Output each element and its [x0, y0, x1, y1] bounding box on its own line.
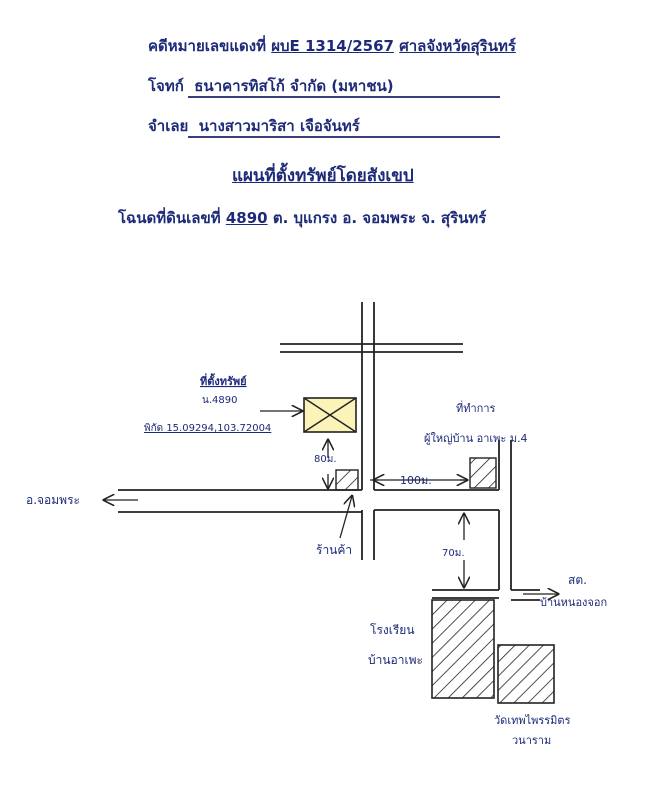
- property-coords: พิกัด 15.09294,103.72004: [144, 423, 271, 434]
- distance-80m: 80ม.: [314, 454, 337, 465]
- distance-70m: 70ม.: [442, 548, 465, 559]
- deed-line: โฉนดที่ดินเลขที่ 4890 ต. บุแกรง อ. จอมพร…: [118, 206, 486, 230]
- plaintiff-name: ธนาคารทิสโก้ จำกัด (มหาชน): [194, 77, 394, 95]
- defendant-label: จำเลย: [148, 117, 189, 135]
- temple-label-2: วนาราม: [512, 734, 551, 747]
- case-number-line: คดีหมายเลขแดงที่ ผบE 1314/2567 ศาลจังหวั…: [148, 34, 516, 58]
- deed-label: โฉนดที่ดินเลขที่: [118, 209, 221, 227]
- village-office-label-1: ที่ทำการ: [456, 400, 496, 415]
- map-title: แผนที่ตั้งทรัพย์โดยสังเขป: [232, 166, 414, 186]
- court-name: ศาลจังหวัดสุรินทร์: [399, 37, 516, 55]
- village-office-box: [469, 457, 497, 489]
- distance-100m: 100ม.: [400, 474, 432, 487]
- defendant-name: นางสาวมาริสา เจือจันทร์: [198, 117, 360, 135]
- deed-location: ต. บุแกรง อ. จอมพระ จ. สุรินทร์: [272, 209, 487, 227]
- property-label: ที่ตั้งทรัพย์: [200, 373, 247, 388]
- temple-box: [497, 644, 555, 704]
- case-number: ผบE 1314/2567: [271, 37, 394, 55]
- school-label-2: บ้านอาเพะ: [368, 653, 423, 667]
- shop-box: [335, 469, 359, 491]
- dimension-arrows: [104, 411, 558, 594]
- road-lines: [118, 302, 540, 601]
- defendant-underline: [188, 136, 500, 138]
- village-office-label-2: ผู้ใหญ่บ้าน อาเพะ ม.4: [424, 432, 528, 445]
- case-prefix: คดีหมายเลขแดงที่: [148, 37, 266, 55]
- plaintiff-line: โจทก์ ธนาคารทิสโก้ จำกัด (มหาชน): [148, 74, 394, 98]
- defendant-line: จำเลย นางสาวมาริสา เจือจันทร์: [148, 114, 360, 138]
- to-jompra-label: อ.จอมพระ: [26, 493, 80, 507]
- school-box: [431, 599, 495, 699]
- school-label-1: โรงเรียน: [370, 623, 415, 637]
- nongjok-label-2: บ้านหนองจอก: [540, 596, 607, 609]
- property-deed: น.4890: [202, 395, 237, 406]
- shop-label: ร้านค้า: [316, 543, 352, 557]
- nongjok-label-1: สต.: [568, 573, 587, 587]
- temple-label-1: วัดเทพไพรรมิตร: [494, 714, 571, 727]
- plaintiff-underline: [188, 96, 500, 98]
- deed-number: 4890: [225, 209, 268, 227]
- plaintiff-label: โจทก์: [148, 77, 184, 95]
